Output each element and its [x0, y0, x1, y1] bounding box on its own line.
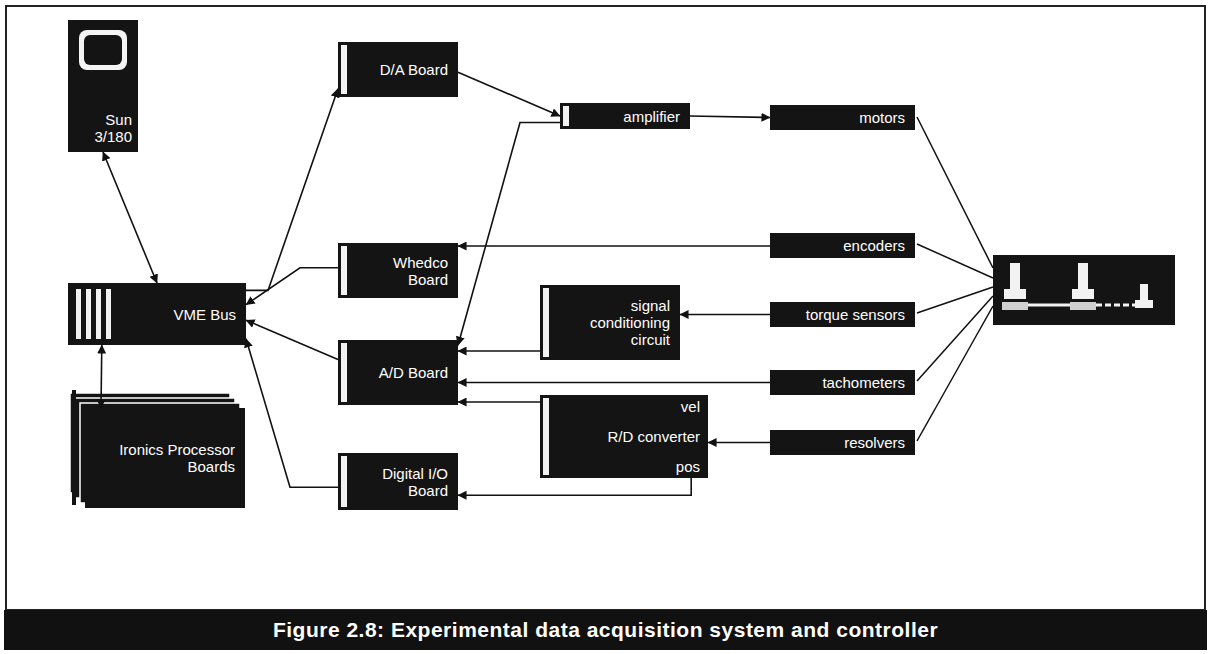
- device-box: resolvers: [770, 430, 915, 455]
- signal-connector: [458, 401, 540, 403]
- node-label: D/A Board: [380, 61, 448, 78]
- robot-illustration: [993, 255, 1175, 325]
- circuit-box: signal conditioning circuit: [540, 285, 680, 360]
- signal-connector: [458, 382, 770, 384]
- board-box: Whedco Board: [338, 243, 458, 298]
- node-label: R/D converter: [607, 428, 700, 445]
- signal-connector: [690, 116, 770, 118]
- node-label: tachometers: [822, 374, 905, 391]
- board-edge: [341, 246, 347, 295]
- signal-connector: [246, 320, 338, 359]
- board-box: A/D Board: [338, 340, 458, 405]
- signal-connector: [458, 350, 540, 352]
- signal-connector: [246, 268, 338, 305]
- figure-caption: Figure 2.8: Experimental data acquisitio…: [273, 618, 938, 642]
- signal-connector: [458, 478, 691, 495]
- bus-slot: [76, 289, 81, 339]
- monitor-icon: [68, 20, 138, 104]
- signal-connector: [458, 72, 560, 116]
- signal-connector: [103, 152, 157, 283]
- amplifier-box: amplifier: [560, 103, 690, 129]
- node-label: vel: [681, 398, 700, 415]
- board-edge: [543, 288, 549, 357]
- bus-slot: [106, 289, 111, 339]
- node-label: A/D Board: [379, 364, 448, 381]
- node-label: Sun 3/180: [74, 111, 132, 145]
- bus-box: VME Bus: [68, 283, 246, 345]
- node-label: amplifier: [623, 108, 680, 125]
- workstation-box: Sun 3/180: [68, 104, 138, 152]
- board-box: D/A Board: [338, 42, 458, 97]
- node-label: pos: [676, 458, 700, 475]
- board-edge: [341, 456, 347, 507]
- frame: [6, 6, 1205, 610]
- caption-band: Figure 2.8: Experimental data acquisitio…: [4, 610, 1207, 650]
- board-edge: [341, 343, 347, 402]
- board-edge: [563, 106, 569, 126]
- processor-box: Ironics Processor Boards: [85, 408, 245, 508]
- device-box: torque sensors: [770, 302, 915, 327]
- node-label: torque sensors: [806, 306, 905, 323]
- signal-connector: [680, 314, 770, 316]
- device-box: motors: [770, 105, 915, 130]
- node-label: VME Bus: [173, 306, 236, 323]
- node-label: encoders: [843, 237, 905, 254]
- signal-connector: [100, 345, 102, 408]
- node-label: motors: [859, 109, 905, 126]
- board-edge: [341, 45, 347, 94]
- board-box: Digital I/O Board: [338, 453, 458, 510]
- signal-connector: [708, 442, 770, 444]
- bus-slot: [96, 289, 101, 339]
- node-label: Ironics Processor Boards: [99, 441, 235, 475]
- node-label: resolvers: [844, 434, 905, 451]
- bus-slot: [86, 289, 91, 339]
- robot-wires: [917, 117, 993, 441]
- signal-connector: [246, 89, 338, 291]
- signal-connector: [246, 339, 338, 487]
- device-box: encoders: [770, 233, 915, 258]
- board-edge: [543, 398, 549, 475]
- node-label: signal conditioning circuit: [554, 297, 670, 348]
- signal-connector: [458, 245, 770, 247]
- device-box: tachometers: [770, 370, 915, 395]
- node-label: Digital I/O Board: [352, 465, 448, 499]
- node-label: Whedco Board: [352, 254, 448, 288]
- converter-box: velR/D converter pos: [540, 395, 708, 478]
